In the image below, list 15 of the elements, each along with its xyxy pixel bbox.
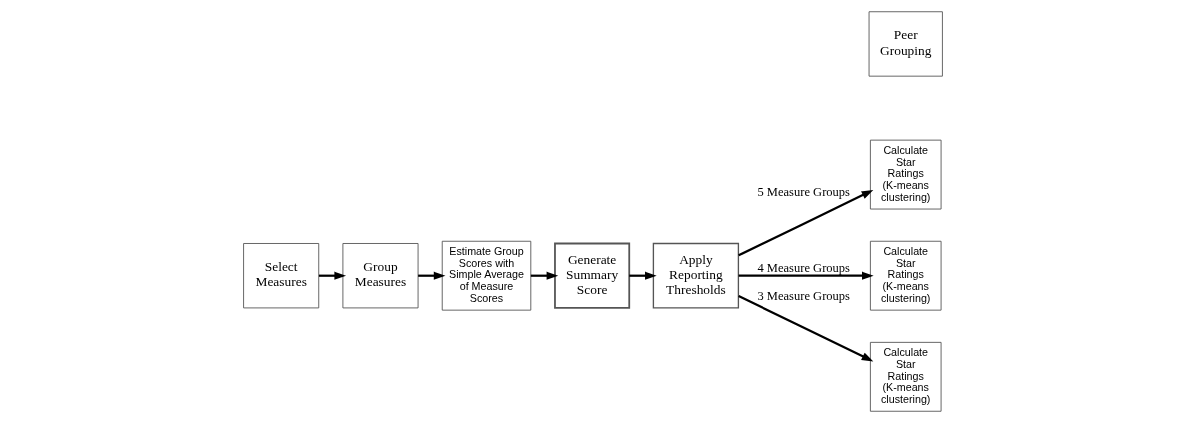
arrow bbox=[737, 189, 873, 257]
arrow bbox=[737, 295, 873, 362]
node-box: Calculate Star Ratings (K-means clustering) bbox=[869, 341, 942, 412]
edge-label: 5 Measure Groups bbox=[756, 185, 850, 200]
edge-label: 4 Measure Groups bbox=[756, 261, 850, 276]
arrow bbox=[738, 271, 874, 280]
node-box: Group Measures bbox=[341, 243, 418, 309]
node-box: Estimate Group Scores with Simple Average of Measure Scores bbox=[441, 240, 531, 311]
node-box: Apply Reporting Thresholds bbox=[652, 242, 739, 309]
node-box: Select Measures bbox=[242, 243, 319, 309]
node-box: Calculate Star Ratings (K-means clustering) bbox=[869, 139, 942, 210]
edge-label: 3 Measure Groups bbox=[756, 289, 850, 304]
node-box: Generate Summary Score bbox=[553, 242, 630, 309]
node-box: Calculate Star Ratings (K-means clustering) bbox=[869, 240, 942, 311]
node-box: Peer Grouping bbox=[868, 11, 943, 77]
